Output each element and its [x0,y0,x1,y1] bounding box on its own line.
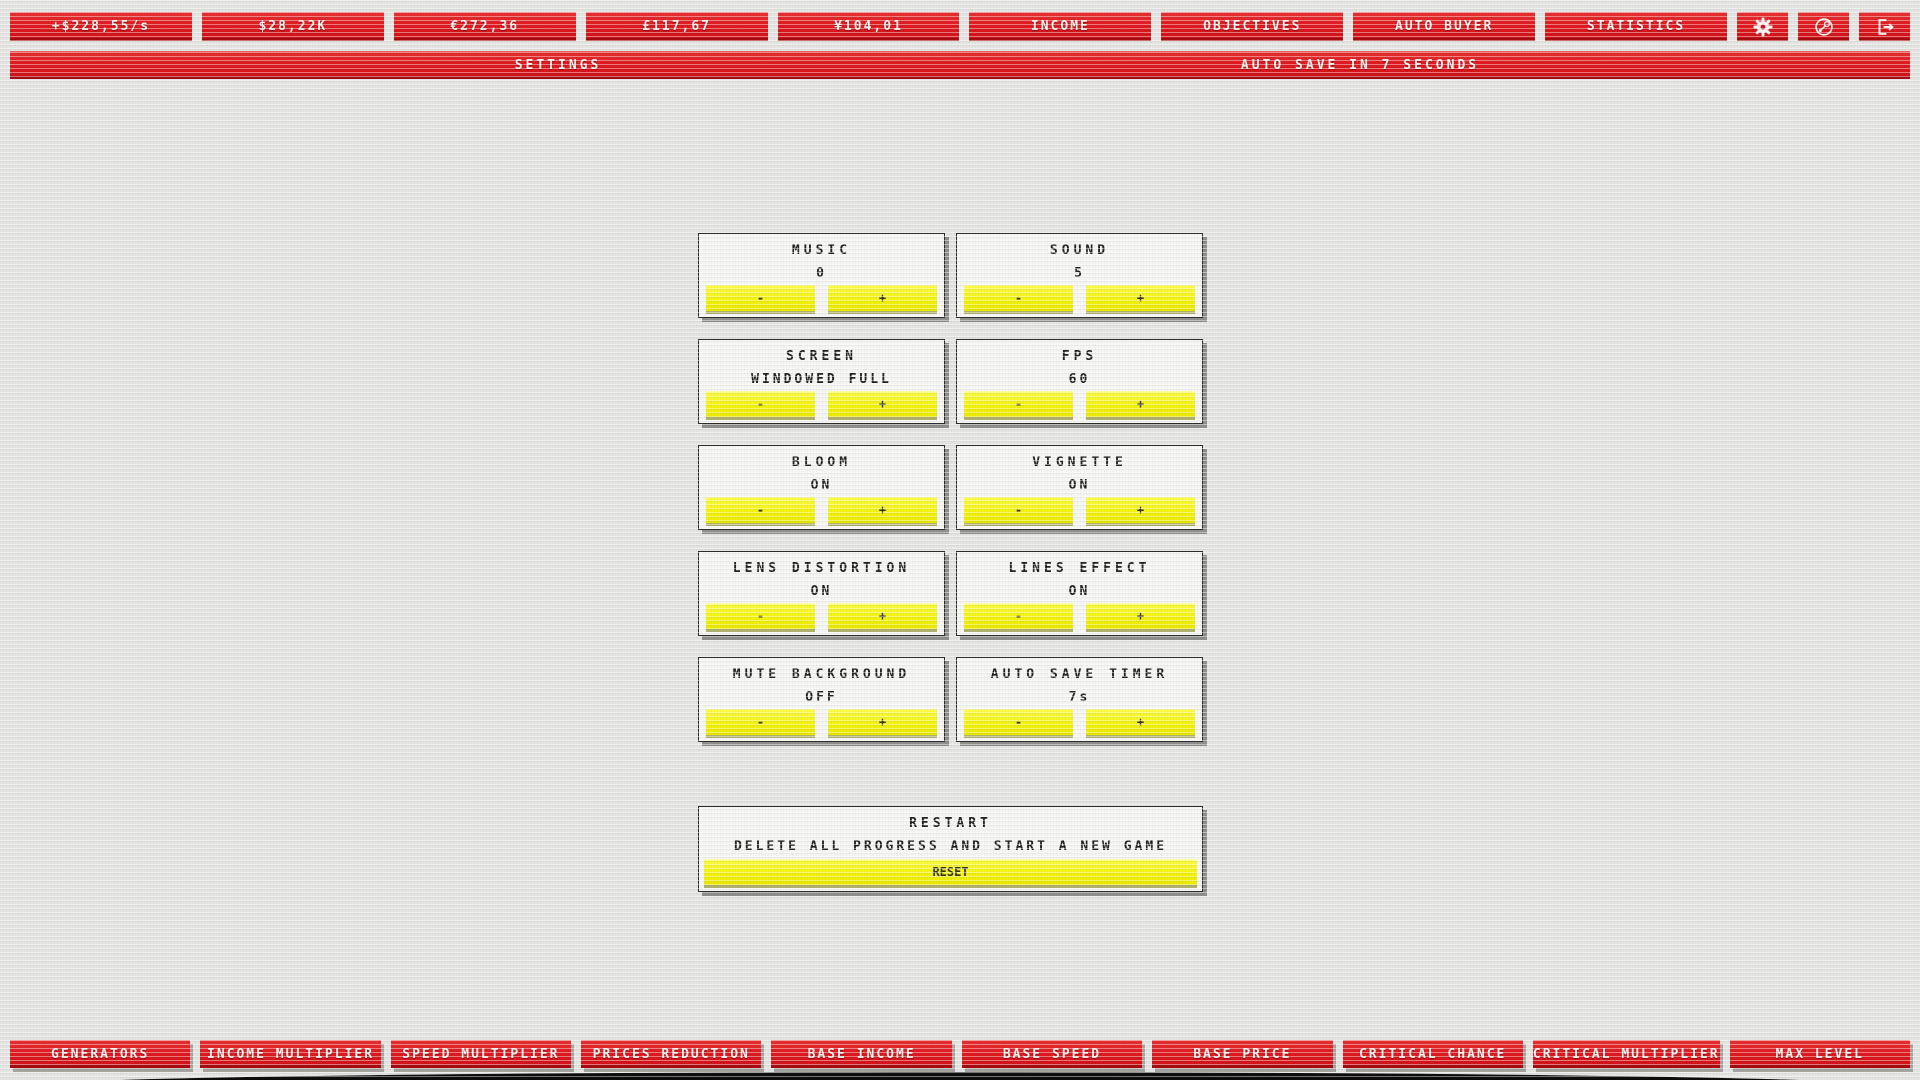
setting-controls: - + [706,603,937,629]
setting-title: VIGNETTE [1032,455,1127,470]
setting-title: LENS DISTORTION [732,561,911,576]
tab-income-multiplier[interactable]: INCOME MULTIPLIER [200,1040,381,1068]
settings-grid: MUSIC 0 - + SOUND 5 - + SCREEN WINDOWED … [698,233,1203,742]
currency-dollar-button[interactable]: $28,22K [201,12,384,41]
tab-max-level[interactable]: MAX LEVEL [1729,1040,1910,1068]
bottom-bar: GENERATORS INCOME MULTIPLIER SPEED MULTI… [10,1040,1910,1068]
vignette-increase-button[interactable]: + [1086,497,1195,523]
setting-panel-screen: SCREEN WINDOWED FULL - + [698,339,945,424]
restart-controls: RESET [704,859,1197,885]
currency-euro-button[interactable]: €272,36 [393,12,576,41]
music-decrease-button[interactable]: - [706,285,815,311]
currency-yen-button[interactable]: ¥104,01 [777,12,960,41]
tab-base-price[interactable]: BASE PRICE [1152,1040,1333,1068]
setting-title: FPS [1061,349,1098,364]
bloom-increase-button[interactable]: + [828,497,937,523]
setting-value: 0 [816,266,827,281]
setting-title: AUTO SAVE TIMER [990,667,1169,682]
tab-generators[interactable]: GENERATORS [10,1040,191,1068]
setting-title: BLOOM [791,455,852,470]
setting-panel-music: MUSIC 0 - + [698,233,945,318]
settings-button[interactable] [1737,12,1789,41]
exit-icon [1874,16,1896,38]
setting-controls: - + [706,497,937,523]
setting-panel-vignette: VIGNETTE ON - + [956,445,1203,530]
vignette-decrease-button[interactable]: - [964,497,1073,523]
restart-panel: RESTART DELETE ALL PROGRESS AND START A … [698,806,1203,892]
lens-distortion-decrease-button[interactable]: - [706,603,815,629]
setting-title: SCREEN [786,349,857,364]
tab-critical-multiplier[interactable]: CRITICAL MULTIPLIER [1532,1040,1720,1068]
lines-effect-increase-button[interactable]: + [1086,603,1195,629]
setting-title: SOUND [1049,243,1110,258]
tab-base-speed[interactable]: BASE SPEED [961,1040,1143,1068]
setting-panel-lines-effect: LINES EFFECT ON - + [956,551,1203,636]
income-per-second-button[interactable]: +$228,55/s [10,12,192,41]
setting-value: ON [1068,478,1091,493]
mute-background-increase-button[interactable]: + [828,709,937,735]
tab-base-income[interactable]: BASE INCOME [771,1040,952,1068]
screen-decrease-button[interactable]: - [706,391,815,417]
setting-controls: - + [964,285,1195,311]
setting-value: 7s [1068,690,1091,705]
setting-controls: - + [706,285,937,311]
income-tab-button[interactable]: INCOME [969,12,1152,41]
setting-controls: - + [706,709,937,735]
setting-title: LINES EFFECT [1008,561,1151,576]
setting-panel-bloom: BLOOM ON - + [698,445,945,530]
objectives-tab-button[interactable]: OBJECTIVES [1161,12,1344,41]
top-bar: +$228,55/s $28,22K €272,36 £117,67 ¥104,… [10,12,1911,41]
fps-decrease-button[interactable]: - [964,391,1073,417]
setting-value: 5 [1074,266,1085,281]
setting-panel-lens-distortion: LENS DISTORTION ON - + [698,551,945,636]
fps-increase-button[interactable]: + [1086,391,1195,417]
tab-critical-chance[interactable]: CRITICAL CHANCE [1342,1040,1523,1068]
tab-speed-multiplier[interactable]: SPEED MULTIPLIER [390,1040,572,1068]
tab-prices-reduction[interactable]: PRICES REDUCTION [581,1040,762,1068]
restart-title: RESTART [909,816,992,831]
autosave-status: AUTO SAVE IN 7 SECONDS [1240,57,1480,73]
sound-increase-button[interactable]: + [1086,285,1195,311]
setting-title: MUSIC [791,243,852,258]
steam-community-button[interactable] [1798,12,1850,41]
setting-value: ON [810,478,833,493]
setting-panel-fps: FPS 60 - + [956,339,1203,424]
steam-icon [1813,16,1835,38]
auto-save-timer-decrease-button[interactable]: - [964,709,1073,735]
bloom-decrease-button[interactable]: - [706,497,815,523]
setting-title: MUTE BACKGROUND [732,667,911,682]
crt-screen-edge [26,1072,1894,1080]
screen-increase-button[interactable]: + [828,391,937,417]
page-title: SETTINGS [514,57,602,73]
statistics-tab-button[interactable]: STATISTICS [1545,12,1728,41]
setting-value: OFF [805,690,838,705]
settings-header-bar: SETTINGS AUTO SAVE IN 7 SECONDS [10,51,1910,79]
auto-buyer-tab-button[interactable]: AUTO BUYER [1353,12,1536,41]
music-increase-button[interactable]: + [828,285,937,311]
setting-controls: - + [706,391,937,417]
setting-value: ON [810,584,833,599]
setting-controls: - + [964,497,1195,523]
auto-save-timer-increase-button[interactable]: + [1086,709,1195,735]
mute-background-decrease-button[interactable]: - [706,709,815,735]
setting-controls: - + [964,391,1195,417]
setting-panel-auto-save-timer: AUTO SAVE TIMER 7s - + [956,657,1203,742]
setting-panel-mute-background: MUTE BACKGROUND OFF - + [698,657,945,742]
sound-decrease-button[interactable]: - [964,285,1073,311]
setting-value: 60 [1068,372,1091,387]
setting-value: WINDOWED FULL [751,372,892,387]
gear-icon [1752,16,1774,38]
setting-panel-sound: SOUND 5 - + [956,233,1203,318]
lines-effect-decrease-button[interactable]: - [964,603,1073,629]
settings-panels-area: MUSIC 0 - + SOUND 5 - + SCREEN WINDOWED … [698,233,1203,892]
setting-controls: - + [964,709,1195,735]
reset-button[interactable]: RESET [704,859,1197,885]
currency-pound-button[interactable]: £117,67 [585,12,768,41]
setting-value: ON [1068,584,1091,599]
restart-description: DELETE ALL PROGRESS AND START A NEW GAME [733,839,1168,854]
exit-game-button[interactable] [1859,12,1911,41]
setting-controls: - + [964,603,1195,629]
lens-distortion-increase-button[interactable]: + [828,603,937,629]
